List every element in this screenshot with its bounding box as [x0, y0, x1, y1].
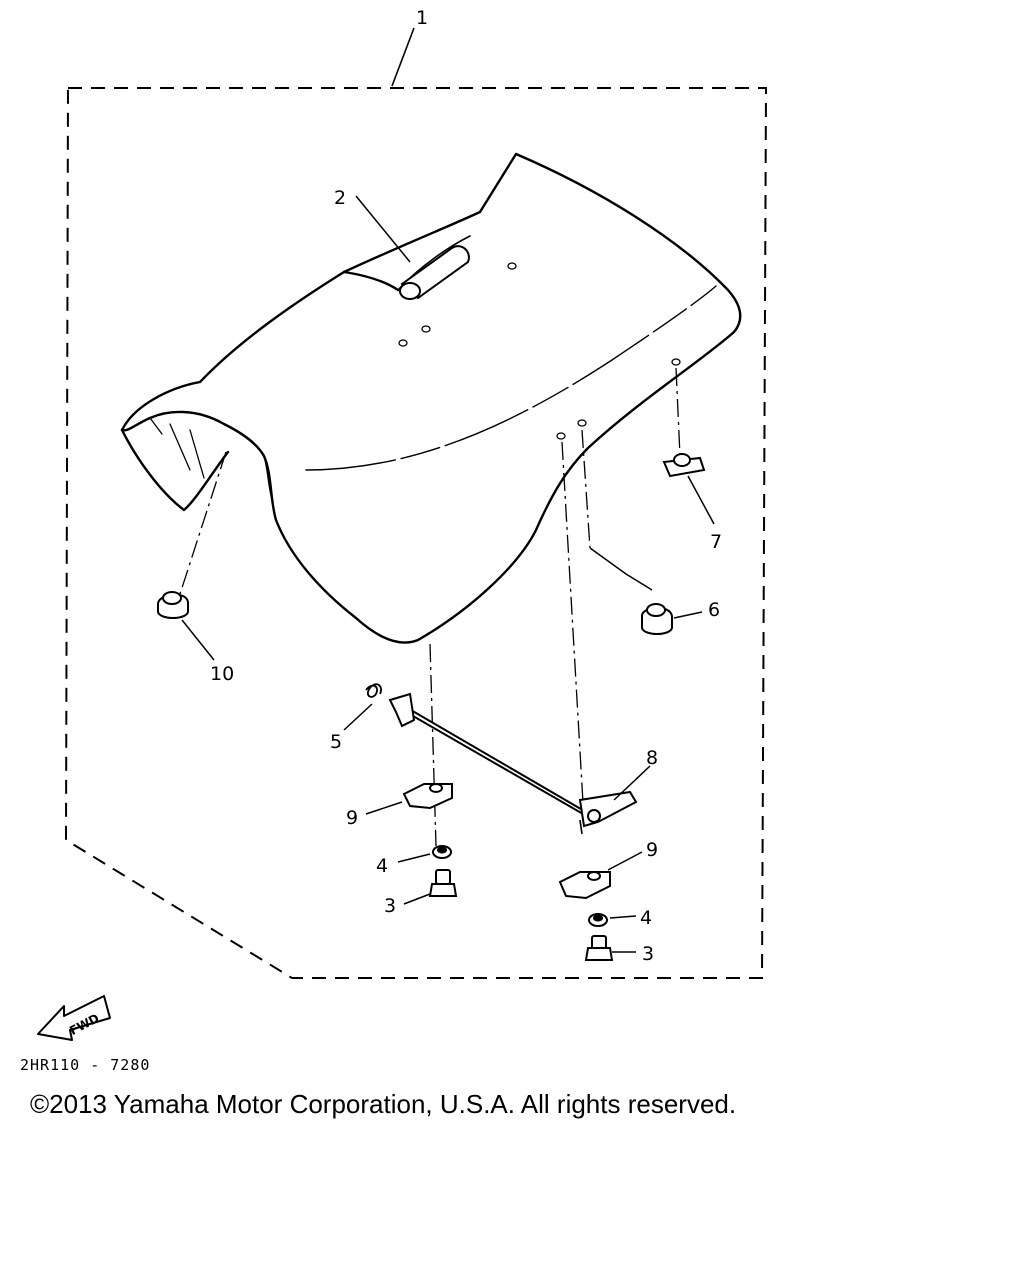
- callout-5: 5: [330, 731, 342, 753]
- part-3-bolts: [403, 869, 636, 961]
- callout-2: 2: [334, 187, 346, 209]
- callout-8: 8: [646, 747, 658, 769]
- part-9-bracket-left: [365, 783, 453, 815]
- leader-1: [391, 27, 415, 87]
- part-4-washers: [397, 845, 637, 927]
- part-7-nut: [662, 453, 715, 525]
- callout-9b: 9: [646, 839, 658, 861]
- copyright-text: ©2013 Yamaha Motor Corporation, U.S.A. A…: [30, 1089, 737, 1119]
- callout-3a: 3: [384, 895, 396, 917]
- part-2-tube: [355, 195, 470, 300]
- callout-7: 7: [710, 531, 722, 553]
- part-9-bracket-right: [558, 851, 643, 900]
- part-8-rod: [388, 692, 651, 835]
- part-10-damper: [157, 591, 215, 661]
- callout-4a: 4: [376, 855, 388, 877]
- assembly-boundary: [64, 87, 768, 979]
- callout-9a: 9: [346, 807, 358, 829]
- callout-1: 1: [416, 7, 428, 29]
- part-6-damper: [589, 547, 703, 635]
- callout-4b: 4: [640, 907, 652, 929]
- center-lines: [179, 367, 681, 847]
- callout-6: 6: [708, 599, 720, 621]
- part-5-spring: [343, 683, 382, 731]
- fwd-arrow-icon: FWD: [37, 995, 111, 1041]
- callout-10: 10: [210, 663, 234, 685]
- mounting-holes: [398, 262, 681, 440]
- seat-body: [120, 152, 742, 644]
- diagram-code: 2HR110 - 7280: [20, 1056, 151, 1074]
- callout-3b: 3: [642, 943, 654, 965]
